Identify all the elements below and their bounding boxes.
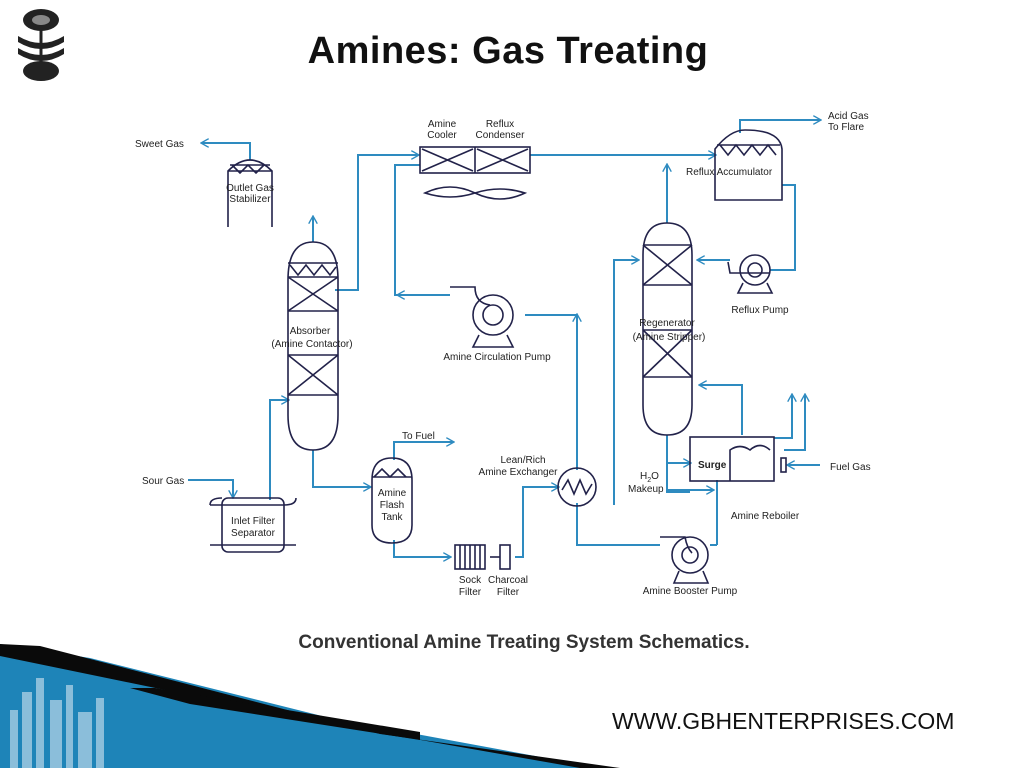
label-surge: Surge <box>698 460 727 471</box>
label-amine-booster-pump: Amine Booster Pump <box>643 586 738 597</box>
diagram-caption: Conventional Amine Treating System Schem… <box>298 632 750 653</box>
label-amine-reboiler: Amine Reboiler <box>731 511 800 522</box>
label-reflux-pump: Reflux Pump <box>731 305 789 316</box>
absorber-column <box>287 241 339 451</box>
label-absorber-2: (Amine Contactor) <box>271 339 352 350</box>
label-sock-1: Sock <box>459 575 482 586</box>
label-inlet-filter-1: Inlet Filter <box>231 516 276 527</box>
label-lean-rich-1: Lean/Rich <box>500 455 545 466</box>
label-outlet-gas: Outlet Gas <box>226 183 274 194</box>
reflux-pump <box>727 254 774 294</box>
outlet-gas-stabilizer-vessel <box>227 159 273 227</box>
label-amine-flash-3: Tank <box>381 512 403 523</box>
label-amine-cooler-1: Amine <box>428 119 457 130</box>
reflux-accumulator-vessel <box>714 129 783 201</box>
label-inlet-filter-2: Separator <box>231 528 276 539</box>
label-sour-gas: Sour Gas <box>142 476 184 487</box>
label-regenerator-1: Regenerator <box>639 318 695 329</box>
refinery-silhouette-image <box>10 678 104 768</box>
charcoal-filter <box>490 544 511 570</box>
label-amine-flash-1: Amine <box>378 488 407 499</box>
label-acid-gas-2: To Flare <box>828 122 865 133</box>
label-amine-cooler-2: Cooler <box>427 130 457 141</box>
label-reflux-condenser-2: Condenser <box>476 130 526 141</box>
equipment <box>209 129 787 584</box>
label-absorber-1: Absorber <box>290 326 331 337</box>
label-amine-flash-2: Flash <box>380 500 404 511</box>
label-fuel-gas: Fuel Gas <box>830 462 871 473</box>
amine-reboiler <box>689 436 787 482</box>
label-amine-circulation-pump: Amine Circulation Pump <box>443 352 551 363</box>
label-h2o: H2O <box>640 471 659 484</box>
amine-circulation-pump <box>450 286 515 348</box>
label-charcoal-2: Filter <box>497 587 520 598</box>
amine-cooler-reflux-condenser <box>419 146 531 200</box>
lean-rich-exchanger <box>557 467 597 507</box>
label-reflux-condenser-1: Reflux <box>486 119 514 130</box>
amine-flash-tank <box>371 457 413 544</box>
process-lines <box>188 120 820 557</box>
label-sweet-gas: Sweet Gas <box>135 139 184 150</box>
slide-title: Amines: Gas Treating <box>307 30 709 72</box>
label-sock-2: Filter <box>459 587 482 598</box>
label-makeup: Makeup <box>628 484 664 495</box>
company-logo <box>18 9 64 81</box>
website-url: WWW.GBHENTERPRISES.COM <box>612 708 955 734</box>
label-regenerator-2: (Amine Stripper) <box>633 332 706 343</box>
amine-booster-pump <box>660 536 710 584</box>
label-lean-rich-2: Amine Exchanger <box>479 467 559 478</box>
inlet-filter-separator <box>209 497 297 553</box>
sock-filter <box>454 544 486 570</box>
label-acid-gas-1: Acid Gas <box>828 111 869 122</box>
amine-treating-schematic: Sweet Gas Outlet Gas Stabilizer Amine Co… <box>135 111 871 598</box>
regenerator-column <box>642 222 693 436</box>
diagram-labels: Sweet Gas Outlet Gas Stabilizer Amine Co… <box>135 111 871 598</box>
label-to-fuel: To Fuel <box>402 431 435 442</box>
label-stabilizer: Stabilizer <box>229 194 271 205</box>
label-charcoal-1: Charcoal <box>488 575 528 586</box>
label-reflux-accumulator: Reflux Accumulator <box>686 167 773 178</box>
decorative-banner <box>0 644 620 768</box>
